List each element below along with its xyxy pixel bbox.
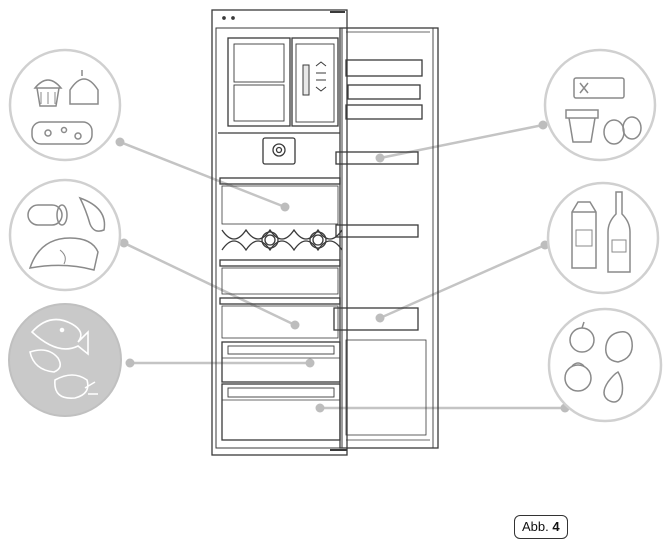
connector-drinks [379, 243, 546, 320]
connector-baked-goods [119, 140, 286, 209]
figure-label: Abb. 4 [514, 515, 568, 539]
door-balcony-3 [335, 151, 419, 165]
food-circle-baked-goods-cheese [8, 48, 122, 162]
shelf-1 [219, 177, 341, 185]
connector-dairy [379, 123, 544, 160]
fridge [211, 9, 439, 456]
door-balcony-2 [345, 104, 423, 120]
food-circle-dairy [543, 48, 657, 162]
connector-sausage [123, 241, 296, 327]
connector-dots [115, 120, 570, 413]
food-circle-fruit-vegetables [547, 307, 663, 423]
food-circle-drinks [546, 181, 660, 295]
door-balcony-1 [345, 59, 423, 77]
shelf-2 [219, 259, 341, 267]
connector-lines [119, 123, 565, 410]
figure-label-number: 4 [552, 519, 560, 534]
food-circle-meat-fish [8, 303, 122, 417]
drawer-lower [221, 383, 341, 441]
fridge-interior [215, 27, 343, 449]
fridge-door [339, 27, 439, 449]
door-balcony-5 [333, 307, 419, 331]
fridge-cabinet [211, 9, 348, 456]
freezer-right [291, 37, 339, 127]
food-circle-sausage-ham [8, 178, 122, 292]
freezer-left [227, 37, 291, 127]
door-balcony-4 [335, 224, 419, 238]
figure-label-prefix: Abb. [522, 519, 549, 534]
